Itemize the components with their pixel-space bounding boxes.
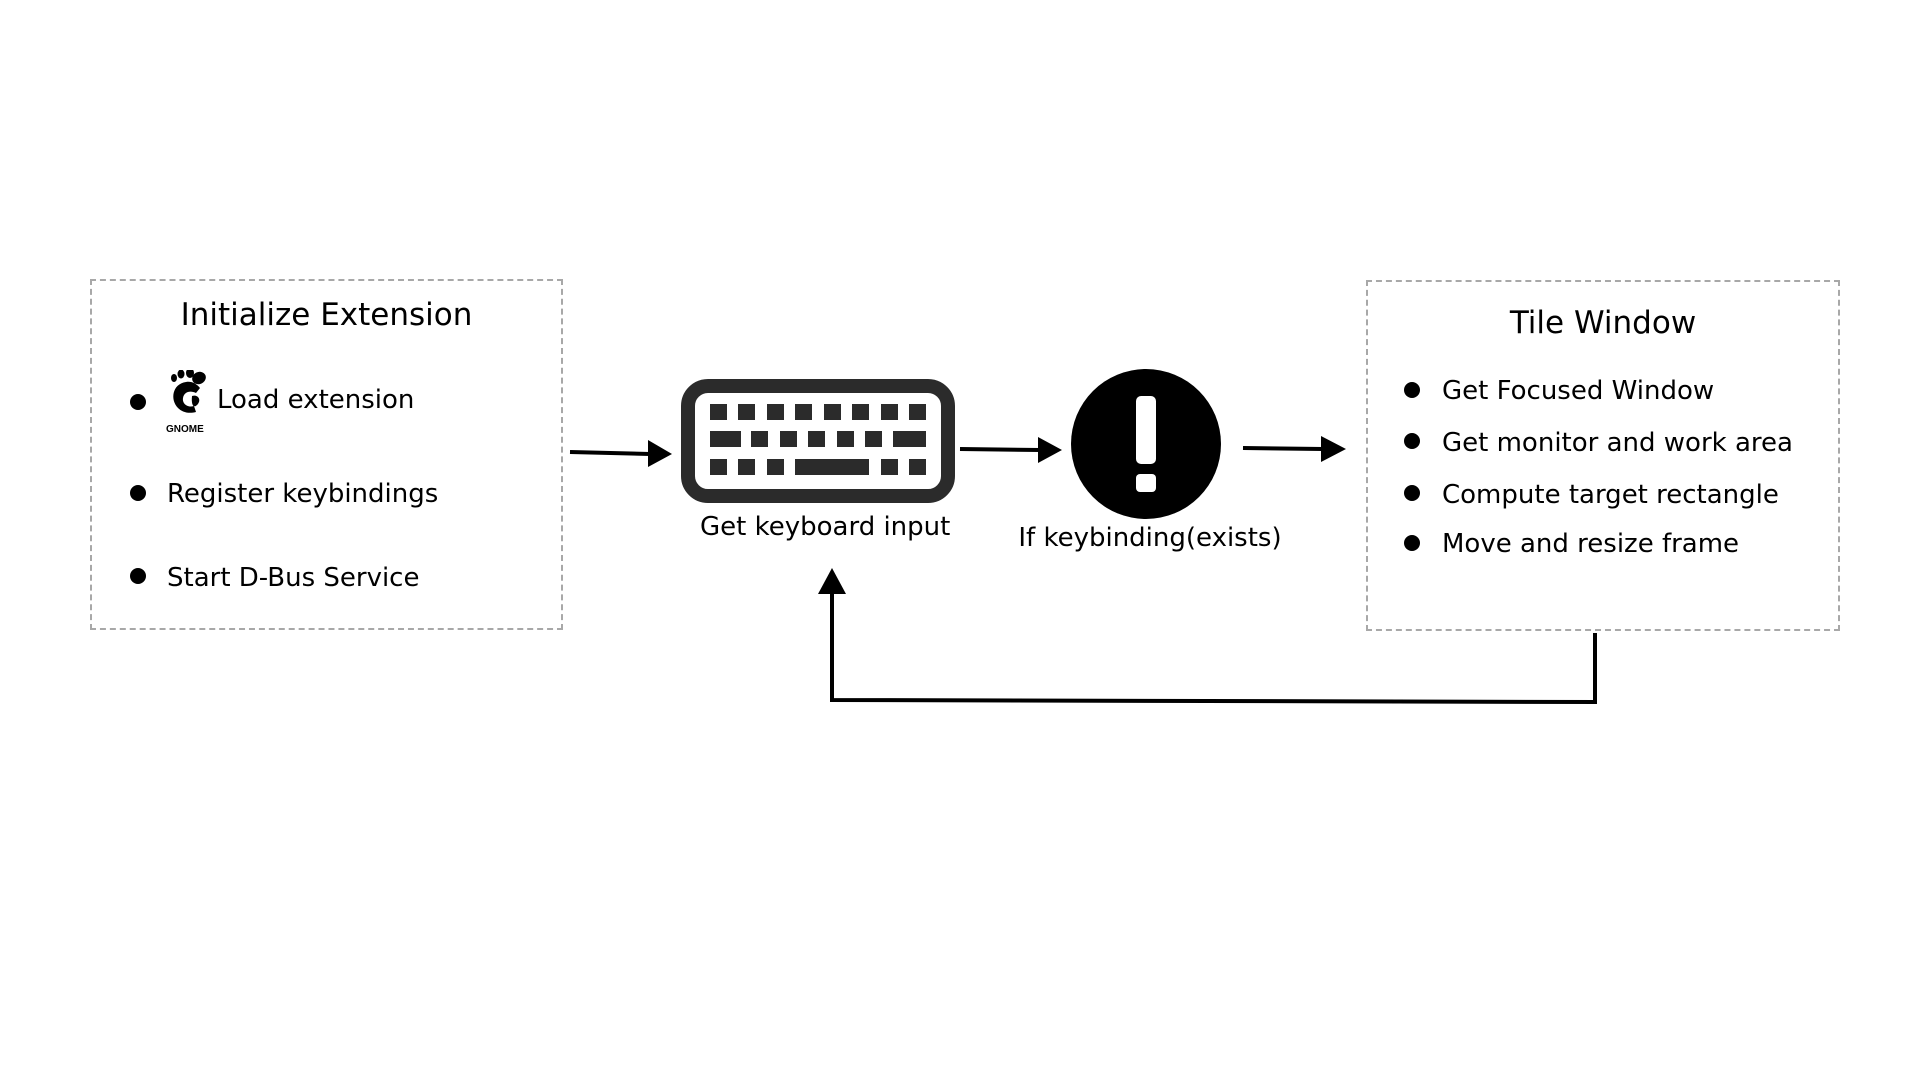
arrow-loop-back-to-keyboard [818,568,1597,705]
get-focused-window-item: Get Focused Window [1442,376,1715,406]
compute-target-rectangle-item: Compute target rectangle [1442,480,1779,510]
initialize-extension-box: Initialize Extension [90,279,563,630]
register-keybindings-item: Register keybindings [167,479,439,509]
bullet-icon [130,394,146,410]
get-monitor-work-area-item: Get monitor and work area [1442,428,1793,458]
keyboard-input-label: Get keyboard input [700,512,951,542]
bullet-icon [130,485,146,501]
arrow-init-to-keyboard [569,440,672,467]
bullet-icon [130,568,146,584]
move-resize-frame-item: Move and resize frame [1442,529,1740,559]
exclamation-icon [1071,369,1221,519]
bullet-icon [1404,382,1420,398]
tile-window-box: Tile Window [1366,280,1840,631]
load-extension-item: Load extension [217,385,415,415]
gnome-logo-text: GNOME [166,424,204,434]
arrow-condition-to-tile [1242,436,1346,462]
keybinding-exists-label: If keybinding(exists) [1018,523,1282,553]
bullet-icon [1404,485,1420,501]
bullet-icon [1404,433,1420,449]
bullet-icon [1404,535,1420,551]
arrow-keyboard-to-condition [959,437,1062,463]
keyboard-icon [681,379,955,503]
initialize-extension-title: Initialize Extension [180,297,473,333]
gnome-logo-icon: GNOME [166,370,206,434]
tile-window-title: Tile Window [1509,305,1697,341]
start-dbus-service-item: Start D-Bus Service [167,563,420,593]
